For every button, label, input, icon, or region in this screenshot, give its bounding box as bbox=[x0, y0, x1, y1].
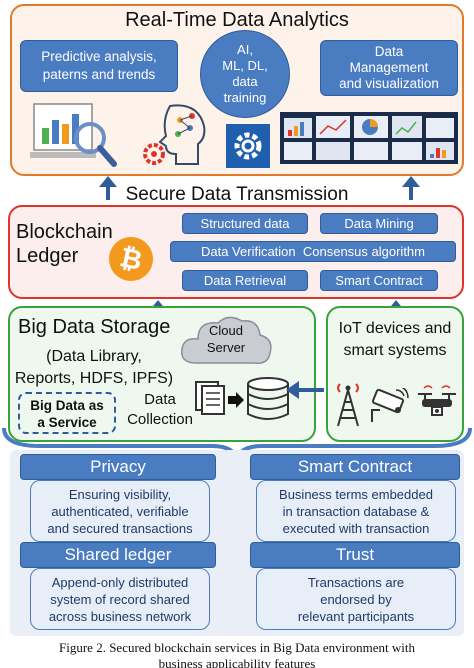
gear-icon bbox=[226, 124, 270, 168]
storage-sources: (Data Library, Reports, HDFS, IPFS) bbox=[14, 348, 174, 387]
cloud-icon bbox=[181, 316, 272, 365]
analytics-title: Real-Time Data Analytics bbox=[125, 9, 349, 31]
blockchain-title: Blockchain Ledger bbox=[16, 221, 113, 267]
iot-title: IoT devices and smart systems bbox=[338, 320, 452, 359]
iot-to-ledger-arrow bbox=[387, 300, 405, 311]
dashboard-screens-icon bbox=[280, 112, 458, 164]
transmission-arrow-right bbox=[409, 186, 413, 200]
tag-data-mining: Data Mining bbox=[320, 213, 438, 234]
shared-ledger-header: Shared ledger bbox=[20, 542, 216, 568]
privacy-header: Privacy bbox=[20, 454, 216, 480]
shared-ledger-desc: Append-only distributed system of record… bbox=[30, 568, 210, 630]
secure-transmission-label: Secure Data Transmission bbox=[125, 184, 349, 205]
smart-contract-header: Smart Contract bbox=[250, 454, 460, 480]
tag-verification-consensus: Data Verification Consensus algorithm bbox=[170, 241, 456, 262]
storage-to-ledger-arrow bbox=[149, 300, 167, 311]
ai-head-gear-icon bbox=[143, 104, 206, 165]
data-management-box: Data Management and visualization bbox=[320, 40, 458, 96]
transmission-arrow-left bbox=[106, 186, 110, 200]
ai-ml-circle: AI, ML, DL, data training bbox=[200, 30, 290, 118]
cloud-server-label: Cloud Server bbox=[206, 323, 246, 355]
bitcoin-icon: ₿ bbox=[109, 237, 153, 281]
antenna-tower-icon bbox=[337, 383, 359, 427]
iot-section bbox=[326, 306, 464, 442]
tag-structured-data: Structured data bbox=[182, 213, 308, 234]
security-camera-icon bbox=[371, 388, 409, 422]
figure-caption: Figure 2. Secured blockchain services in… bbox=[59, 640, 415, 668]
trust-header: Trust bbox=[250, 542, 460, 568]
arrow-up-left bbox=[99, 176, 117, 187]
data-collection-label: Data Collection bbox=[127, 391, 193, 428]
document-to-database-icon bbox=[195, 377, 289, 420]
trust-desc: Transactions are endorsed by relevant pa… bbox=[256, 568, 456, 630]
tag-smart-contract: Smart Contract bbox=[320, 270, 438, 291]
iot-to-storage-arrow bbox=[286, 381, 299, 399]
smart-contract-desc: Business terms embedded in transaction d… bbox=[256, 480, 456, 542]
iot-to-storage-stem bbox=[298, 388, 324, 392]
magnifier-chart-icon bbox=[30, 103, 117, 167]
bdaas-box: Big Data as a Service bbox=[18, 392, 116, 434]
storage-title: Big Data Storage bbox=[18, 316, 171, 338]
drone-icon bbox=[418, 385, 456, 416]
tag-data-retrieval: Data Retrieval bbox=[182, 270, 308, 291]
arrow-up-right bbox=[402, 176, 420, 187]
predictive-analysis-box: Predictive analysis, paterns and trends bbox=[20, 40, 178, 92]
privacy-desc: Ensuring visibility, authenticated, veri… bbox=[30, 480, 210, 542]
